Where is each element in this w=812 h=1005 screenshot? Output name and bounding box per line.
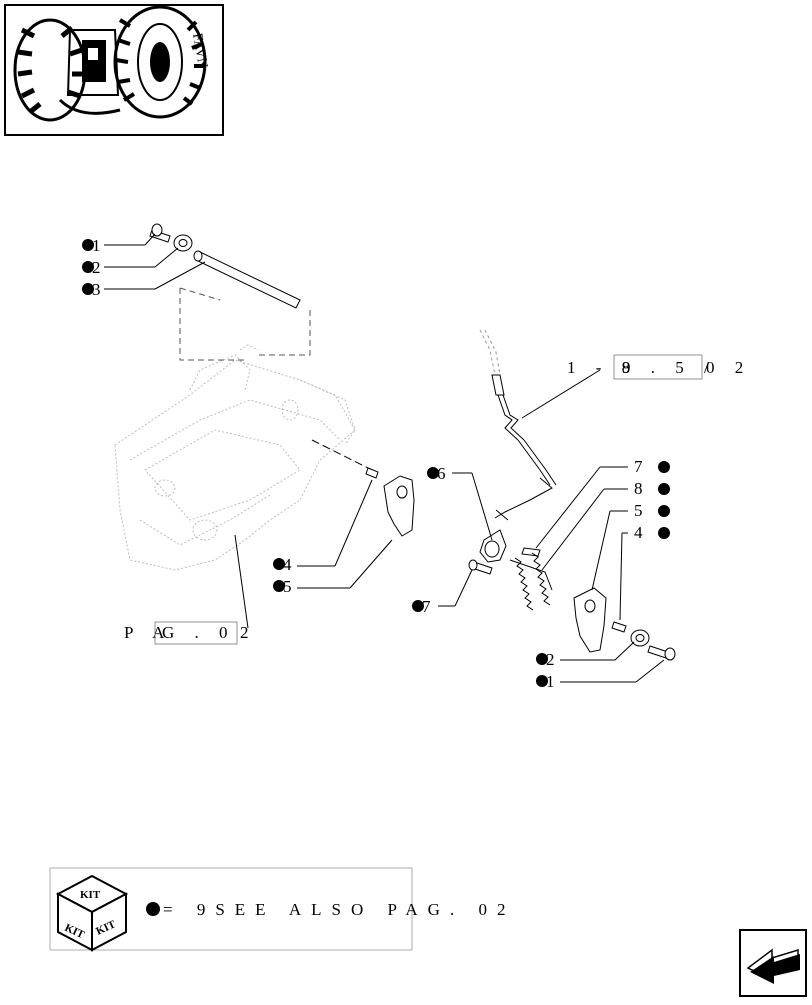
svg-text:3: 3 (92, 280, 101, 299)
svg-text:1: 1 (546, 672, 555, 691)
svg-text:2: 2 (92, 258, 101, 277)
svg-text:KIT: KIT (80, 889, 101, 901)
legend-text: = 9SEE ALSO PAG. 02 (163, 900, 515, 919)
bolt-top[interactable] (149, 223, 171, 243)
lever-right[interactable] (573, 587, 607, 653)
lever-left[interactable] (383, 475, 415, 537)
svg-text:2: 2 (546, 650, 555, 669)
ref-bottom-left[interactable]: P A G . 0 2 (124, 621, 257, 645)
svg-text:6: 6 (437, 464, 446, 483)
spring-right[interactable] (509, 552, 553, 611)
svg-text:G . 0: G . 0 (162, 623, 236, 642)
thumbnail-frame[interactable]: FAVN (4, 4, 224, 136)
callout-2-top[interactable]: 2 (82, 247, 179, 277)
callout-7-right[interactable]: 7 (535, 457, 670, 549)
back-nav-button[interactable] (739, 929, 807, 997)
svg-text:5: 5 (283, 577, 292, 596)
spring-pin-left[interactable] (365, 467, 379, 479)
kit-cube-icon: KIT KIT KIT (55, 874, 129, 952)
bolt-right[interactable] (647, 645, 676, 661)
svg-text:7: 7 (422, 597, 431, 616)
washer-top[interactable] (173, 234, 193, 252)
thumbnail-label: FAVN (189, 32, 210, 69)
svg-text:9 . 5 /: 9 . 5 / (622, 358, 717, 377)
cam-lever-right[interactable] (479, 529, 507, 563)
callout-3-top[interactable]: 3 (82, 261, 206, 299)
svg-text:1: 1 (92, 236, 101, 255)
svg-text:8: 8 (634, 479, 643, 498)
small-bolt-right[interactable] (468, 559, 493, 575)
callout-1-right[interactable]: 1 (536, 659, 665, 691)
svg-text:0 2: 0 2 (706, 358, 751, 377)
callout-8-right[interactable]: 8 (541, 479, 670, 571)
callout-5-right[interactable]: 5 (591, 501, 670, 591)
callout-7-left[interactable]: 7 (412, 569, 473, 616)
arrow-left-icon (746, 948, 800, 984)
svg-text:4: 4 (283, 555, 292, 574)
ref-leader-bottom (234, 534, 249, 629)
callout-4-right[interactable]: 4 (619, 523, 670, 621)
tractor-thumbnail-icon (13, 5, 207, 122)
svg-text:P A: P A (124, 623, 172, 642)
callout-2-right[interactable]: 2 (536, 641, 635, 669)
screw-right[interactable] (521, 547, 541, 557)
pin-top[interactable] (193, 250, 301, 309)
callout-1-top[interactable]: 1 (82, 233, 156, 255)
pin-guide (179, 287, 311, 361)
svg-text:4: 4 (634, 523, 643, 542)
ref-top-right[interactable]: 1 - 8 9 . 5 / 0 2 (521, 354, 751, 419)
legend-bullet (146, 902, 160, 916)
callout-6[interactable]: 6 (427, 464, 493, 541)
svg-text:5: 5 (634, 501, 643, 520)
callout-5-mid[interactable]: 5 (273, 539, 393, 596)
svg-text:7: 7 (634, 457, 643, 476)
axis-guide (311, 439, 373, 471)
callout-4-mid[interactable]: 4 (273, 479, 373, 574)
legend-box: KIT KIT KIT = 9SEE ALSO PAG. 02 (49, 867, 515, 952)
svg-text:2: 2 (240, 623, 257, 642)
control-cable[interactable] (479, 329, 557, 521)
spring-pin-right[interactable] (611, 621, 627, 633)
housing-ghost (114, 344, 356, 571)
washer-right[interactable] (630, 629, 650, 647)
